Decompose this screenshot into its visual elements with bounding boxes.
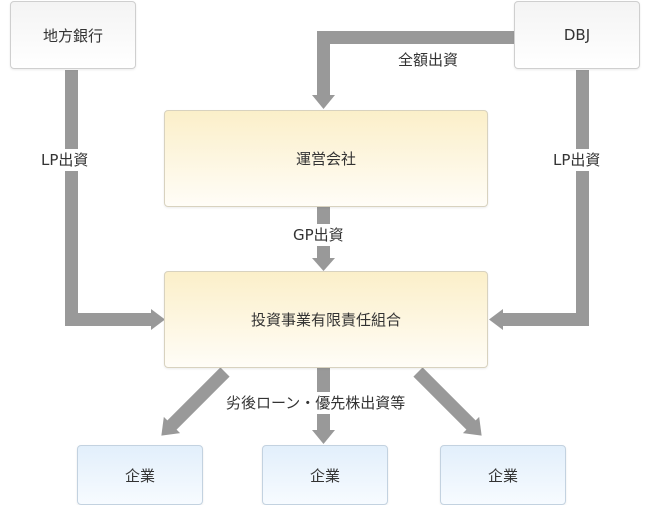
investment-arrow-right-head bbox=[462, 416, 482, 436]
investment-arrow-center-head bbox=[312, 430, 335, 444]
full-investment-label: 全額出資 bbox=[395, 49, 462, 71]
lp-left-arrowhead bbox=[151, 309, 165, 330]
lp-left-arrow-shaft-horizontal bbox=[65, 313, 152, 326]
company-node-1: 企業 bbox=[77, 445, 203, 505]
company-label-3: 企業 bbox=[487, 466, 518, 485]
lp-right-label: LP出資 bbox=[550, 149, 604, 171]
lp-right-arrow-shaft-vertical bbox=[576, 70, 589, 326]
lp-right-arrowhead bbox=[489, 309, 503, 330]
investment-arrow-left-head bbox=[161, 416, 181, 436]
investment-arrow-left-shaft bbox=[166, 367, 230, 431]
full-investment-arrow-shaft-horizontal bbox=[317, 31, 515, 44]
full-investment-arrow-shaft-vertical bbox=[317, 31, 330, 96]
investment-label: 劣後ローン・優先株出資等 bbox=[223, 392, 409, 414]
company-node-2: 企業 bbox=[262, 445, 388, 505]
lp-left-label: LP出資 bbox=[38, 149, 92, 171]
dbj-node: DBJ bbox=[514, 1, 640, 69]
company-label-2: 企業 bbox=[309, 466, 340, 485]
lp-left-arrow-shaft-vertical bbox=[65, 70, 78, 326]
gp-label: GP出資 bbox=[290, 224, 347, 246]
full-investment-arrowhead bbox=[312, 95, 335, 109]
lp-right-arrow-shaft-horizontal bbox=[502, 313, 589, 326]
dbj-label: DBJ bbox=[563, 26, 591, 44]
operating-company-label: 運営会社 bbox=[295, 150, 356, 168]
company-node-3: 企業 bbox=[440, 445, 566, 505]
partnership-node: 投資事業有限責任組合 bbox=[164, 271, 488, 368]
partnership-label: 投資事業有限責任組合 bbox=[250, 311, 401, 329]
investment-arrow-right-shaft bbox=[413, 367, 477, 431]
company-label-1: 企業 bbox=[124, 466, 155, 485]
local-bank-node: 地方銀行 bbox=[10, 1, 136, 69]
operating-company-node: 運営会社 bbox=[164, 110, 488, 207]
local-bank-label: 地方銀行 bbox=[42, 26, 103, 45]
gp-arrowhead bbox=[312, 258, 335, 271]
